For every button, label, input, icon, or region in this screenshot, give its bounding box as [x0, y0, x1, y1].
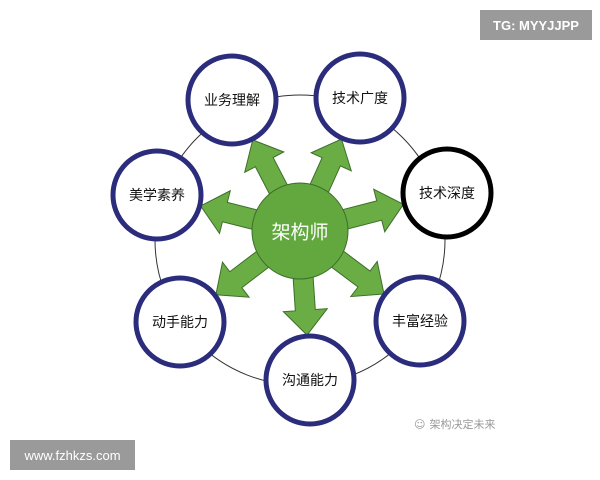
- node-label: 技术广度: [332, 91, 388, 107]
- watermark: ☺架构决定未来: [414, 416, 495, 432]
- node-circle-0: [185, 53, 279, 147]
- node-label: 沟通能力: [282, 373, 338, 389]
- center-circle: [251, 182, 349, 280]
- node-label: 业务理解: [204, 93, 260, 109]
- arrow-4: [282, 269, 329, 336]
- site-badge: www.fzhkzs.com: [10, 440, 135, 470]
- node-circle-6: [110, 148, 204, 242]
- wechat-icon: ☺: [414, 417, 426, 431]
- node-circle-2: [400, 146, 494, 240]
- node-label: 动手能力: [152, 315, 208, 331]
- node-label: 技术深度: [419, 186, 475, 202]
- node-circle-1: [313, 51, 407, 145]
- node-label: 丰富经验: [392, 314, 448, 330]
- node-circle-5: [133, 275, 227, 369]
- node-circle-4: [263, 333, 357, 427]
- tg-badge: TG: MYYJJPP: [480, 10, 592, 40]
- node-circle-3: [373, 274, 467, 368]
- center-label: 架构师: [271, 221, 329, 244]
- watermark-text: 架构决定未来: [429, 418, 496, 431]
- node-label: 美学素养: [129, 188, 185, 204]
